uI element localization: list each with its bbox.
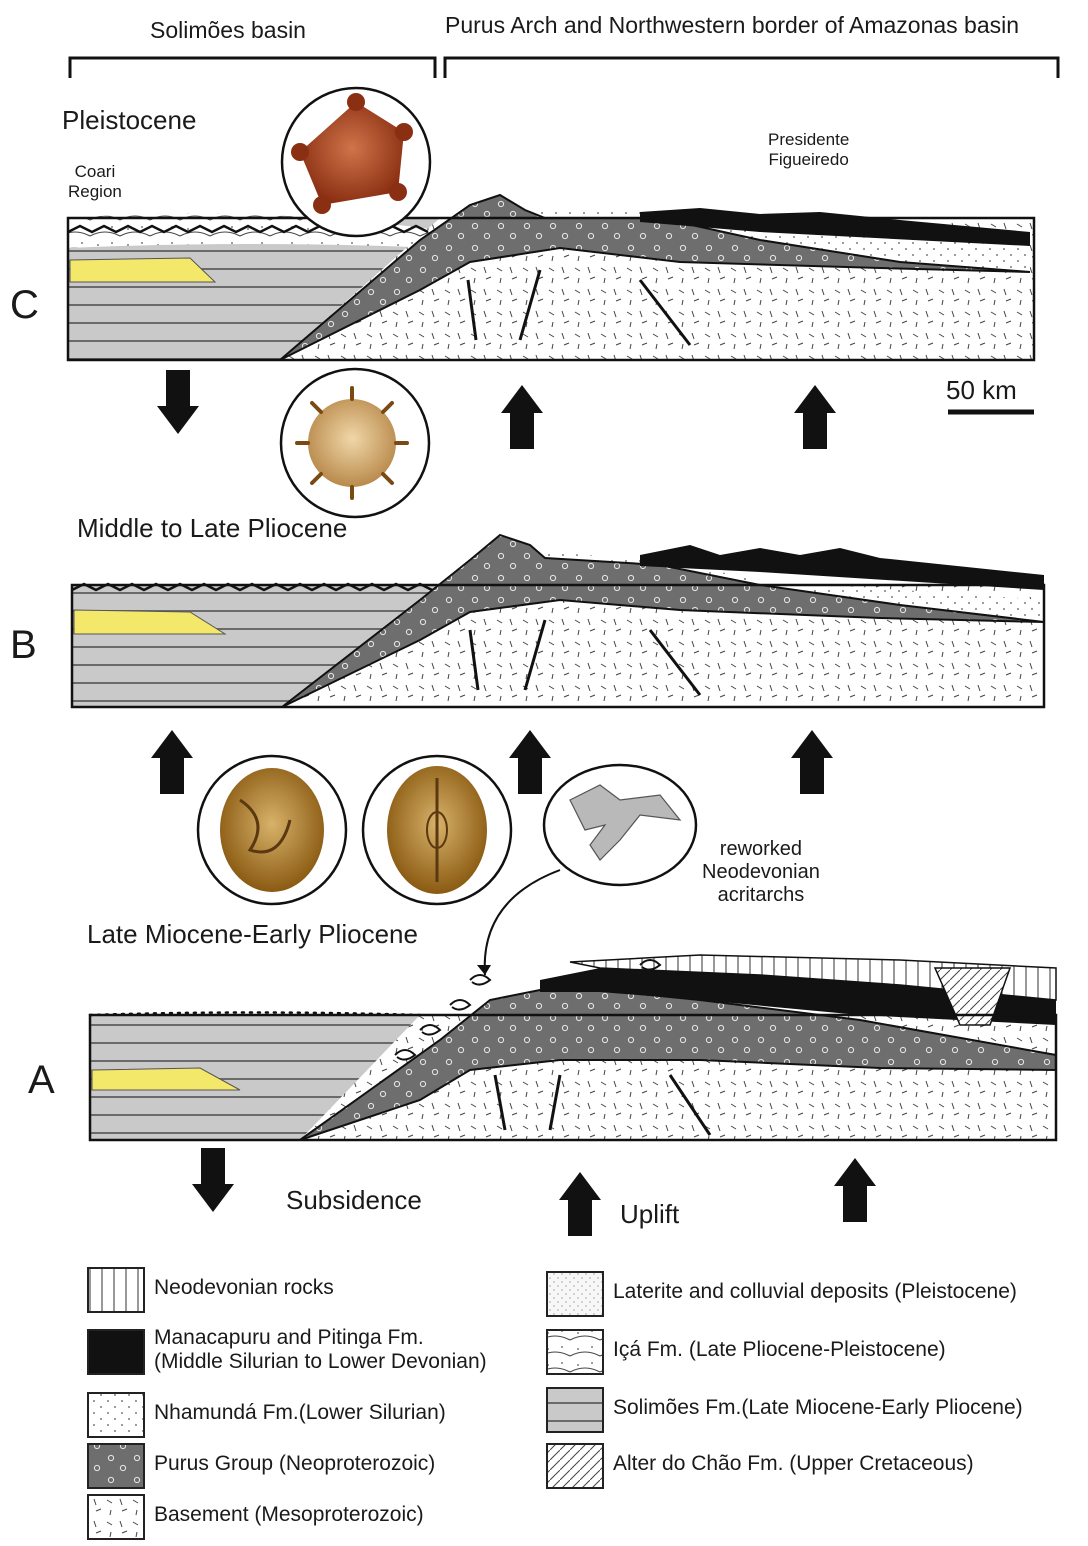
reworked-acritarchs-label: reworked Neodevonian acritarchs	[702, 838, 820, 907]
uplift-arrow-b-2	[509, 730, 551, 794]
fossil-amber-pollen-2	[363, 756, 511, 904]
legend-label-alter: Alter do Chão Fm. (Upper Cretaceous)	[613, 1452, 974, 1476]
legend-swatch-alter	[547, 1444, 603, 1488]
panel-c-section	[68, 195, 1034, 360]
scale-bar-label: 50 km	[946, 376, 1017, 406]
legend-label-ica: Içá Fm. (Late Pliocene-Pleistocene)	[613, 1338, 946, 1362]
panel-b-letter: B	[10, 622, 37, 668]
fossil-spiny-pollen	[281, 369, 429, 517]
solimoes-basin-header: Solimões basin	[150, 17, 306, 43]
panel-a-era-label: Late Miocene-Early Pliocene	[87, 920, 418, 950]
subsidence-label: Subsidence	[286, 1186, 422, 1216]
presidente-figueiredo-label: Presidente Figueiredo	[768, 130, 849, 169]
legend-swatch-solimoes	[547, 1388, 603, 1432]
callout-curve	[485, 870, 560, 975]
panel-a-letter: A	[28, 1057, 55, 1103]
coari-region-label: Coari Region	[68, 162, 122, 201]
uplift-arrow-a-1	[559, 1172, 601, 1236]
panel-b-era-label: Middle to Late Pliocene	[77, 514, 347, 544]
panel-b-section	[72, 535, 1044, 707]
panel-c-era-label: Pleistocene	[62, 106, 196, 136]
legend-swatch-neodevonian	[88, 1268, 144, 1312]
legend-swatch-basement	[88, 1495, 144, 1539]
legend-label-neodevonian: Neodevonian rocks	[154, 1276, 334, 1300]
legend-label-solimoes: Solimões Fm.(Late Miocene-Early Pliocene…	[613, 1396, 1023, 1420]
legend-swatch-nhamunda	[88, 1393, 144, 1437]
subsidence-arrow-c	[157, 370, 199, 434]
panel-a-section	[90, 955, 1056, 1140]
legend-swatch-manacapuru	[88, 1330, 144, 1374]
uplift-label: Uplift	[620, 1200, 679, 1230]
legend-swatch-purus	[88, 1444, 144, 1488]
fossil-red-pollen	[282, 88, 430, 236]
purus-arch-header: Purus Arch and Northwestern border of Am…	[445, 12, 1019, 38]
uplift-arrow-a-2	[834, 1158, 876, 1222]
uplift-arrow-b-3	[791, 730, 833, 794]
uplift-arrow-b-1	[151, 730, 193, 794]
legend-label-basement: Basement (Mesoproterozoic)	[154, 1503, 424, 1527]
uplift-arrow-c-1	[501, 385, 543, 449]
legend-label-laterite: Laterite and colluvial deposits (Pleisto…	[613, 1280, 1017, 1304]
legend-label-purus: Purus Group (Neoproterozoic)	[154, 1452, 435, 1476]
subsidence-arrow-a	[192, 1148, 234, 1212]
purus-bracket	[445, 58, 1058, 78]
fossil-acritarch	[544, 765, 696, 885]
legend-swatch-ica	[547, 1330, 603, 1374]
legend-label-manacapuru: Manacapuru and Pitinga Fm. (Middle Silur…	[154, 1326, 487, 1374]
fossil-amber-pollen-1	[198, 756, 346, 904]
panel-c-letter: C	[10, 282, 39, 328]
legend-label-nhamunda: Nhamundá Fm.(Lower Silurian)	[154, 1401, 446, 1425]
uplift-arrow-c-2	[794, 385, 836, 449]
legend-swatch-laterite	[547, 1272, 603, 1316]
solimoes-bracket	[70, 58, 435, 78]
